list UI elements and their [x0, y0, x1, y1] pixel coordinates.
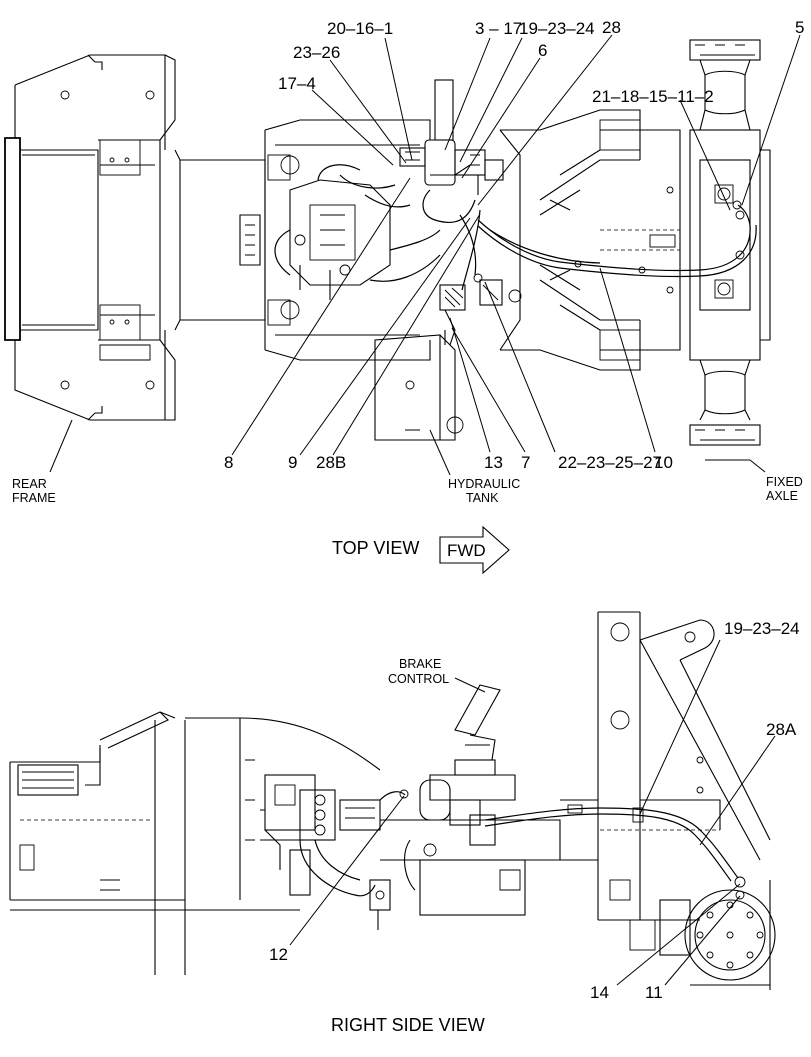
callout-14: 14 — [590, 983, 609, 1002]
callout-28b: 28B — [316, 453, 346, 472]
top-leader-lines — [49, 34, 801, 476]
callout-11: 11 — [645, 983, 663, 1002]
hydraulic-tank-label-line2: TANK — [466, 491, 499, 505]
callout-19-23-24-side: 19–23–24 — [724, 619, 800, 638]
right-side-view: BRAKE CONTROL 19–23–24 28A 12 14 11 RIGH… — [9, 611, 800, 1035]
rear-frame-label-line2: FRAME — [12, 491, 56, 505]
callout-19-23-24-top: 19–23–24 — [519, 19, 595, 38]
side-rear-frame-drawing — [9, 711, 381, 975]
callout-20-16-1: 20–16–1 — [327, 19, 393, 38]
front-frame-drawing — [499, 109, 681, 371]
brake-control-label-line1: BRAKE — [399, 657, 441, 671]
fixed-axle-label-line1: FIXED — [766, 475, 803, 489]
callout-21-18-15-11-2: 21–18–15–11–2 — [592, 87, 714, 106]
callout-28a: 28A — [766, 720, 797, 739]
fixed-axle-label-line2: AXLE — [766, 489, 798, 503]
side-front-frame-drawing — [560, 611, 771, 956]
callout-13: 13 — [484, 453, 503, 472]
fwd-arrow: FWD — [439, 525, 510, 575]
callout-17-4: 17–4 — [278, 74, 316, 93]
callout-6: 6 — [538, 41, 547, 60]
side-axle-hub-drawing — [684, 880, 776, 990]
hydraulic-tank-label-line1: HYDRAULIC — [448, 477, 520, 491]
top-brake-hoses — [477, 200, 757, 278]
side-leader-lines — [289, 639, 776, 986]
side-valve-cluster-drawing — [260, 774, 409, 930]
callout-9: 9 — [288, 453, 297, 472]
callout-7: 7 — [521, 453, 530, 472]
rear-frame-label-line1: REAR — [12, 477, 47, 491]
side-brake-valve-drawing — [380, 684, 561, 916]
callout-12: 12 — [269, 945, 288, 964]
brake-control-label-line2: CONTROL — [388, 672, 449, 686]
right-side-view-title: RIGHT SIDE VIEW — [331, 1015, 485, 1035]
hydraulic-tank-drawing — [374, 330, 464, 441]
rear-frame-drawing — [4, 54, 266, 421]
callout-10: 10 — [654, 453, 673, 472]
fwd-label: FWD — [447, 541, 486, 560]
center-frame-drawing — [239, 119, 441, 361]
callout-23-26: 23–26 — [293, 43, 340, 62]
callout-8: 8 — [224, 453, 233, 472]
callout-22-23-25-27: 22–23–25–27 — [558, 453, 662, 472]
callout-3-17: 3 – 17 — [475, 19, 522, 38]
top-view-title: TOP VIEW — [332, 538, 419, 558]
top-view: 20–16–1 23–26 17–4 3 – 17 19–23–24 28 6 … — [4, 18, 804, 575]
callout-5: 5 — [795, 18, 804, 37]
brake-valve-drawing — [399, 79, 522, 346]
callout-28: 28 — [602, 18, 621, 37]
side-brake-hose — [484, 804, 746, 900]
